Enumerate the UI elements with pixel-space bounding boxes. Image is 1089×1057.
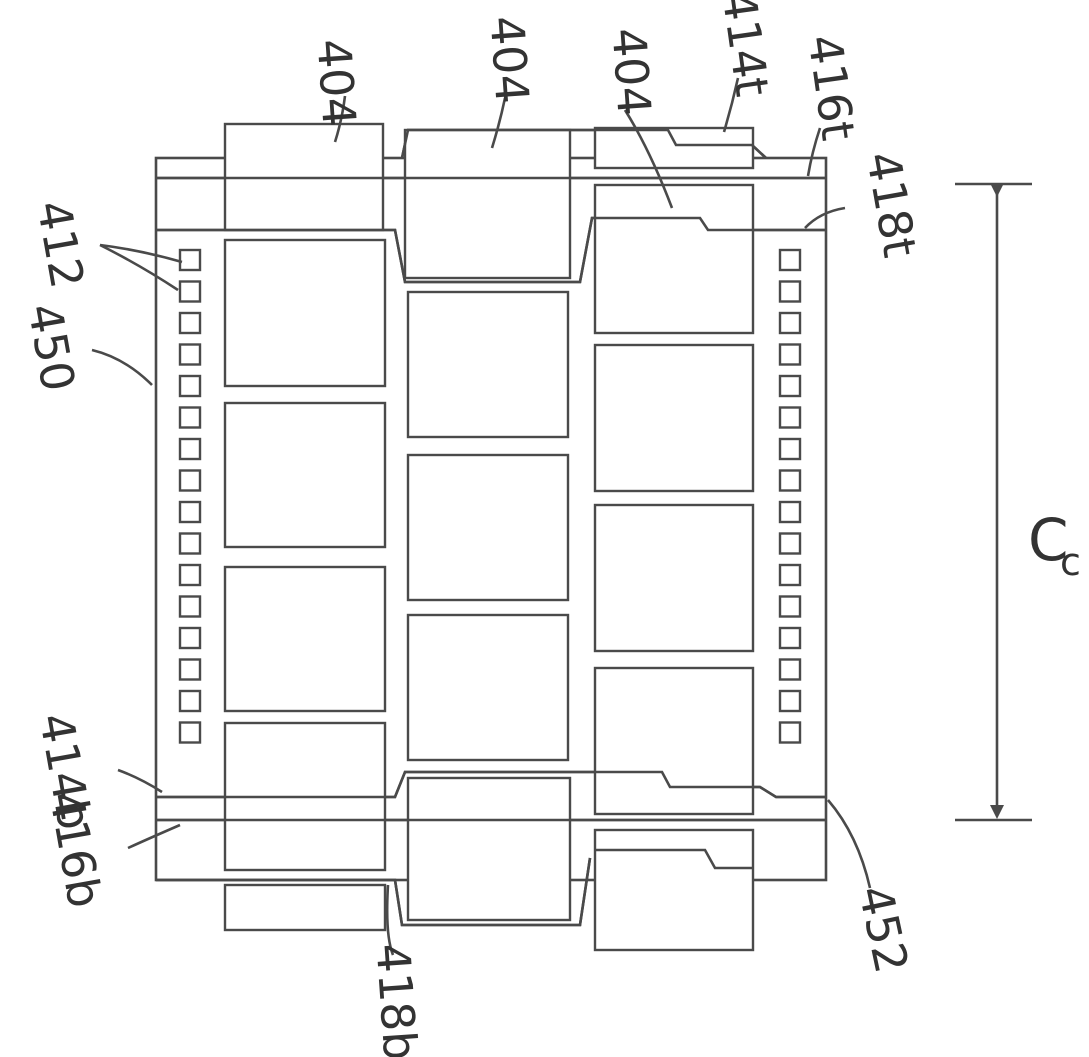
label-452: 452: [848, 881, 919, 978]
contact-pad-left-8: [180, 471, 200, 491]
die-right-top: [595, 128, 753, 168]
pad-column-left: [180, 250, 200, 743]
contact-pad-right-1: [780, 250, 800, 270]
die-mid-top: [405, 130, 570, 278]
contact-pad-right-6: [780, 408, 800, 428]
dimension-cc: [955, 184, 1032, 820]
contact-pad-left-16: [180, 723, 200, 743]
contact-pad-right-12: [780, 597, 800, 617]
contact-pad-left-7: [180, 439, 200, 459]
die-left-3: [225, 567, 385, 711]
label-414t: 414t: [711, 0, 779, 100]
contact-pad-left-15: [180, 691, 200, 711]
contact-pad-right-3: [780, 313, 800, 333]
contact-pad-right-14: [780, 660, 800, 680]
label-404-top-middle: 404: [479, 14, 539, 105]
die-mid-bottom: [408, 778, 570, 920]
label-412: 412: [26, 196, 94, 292]
die-right-2: [595, 345, 753, 491]
contact-pad-left-3: [180, 313, 200, 333]
die-mid-3: [408, 615, 568, 760]
die-right-1: [595, 185, 753, 333]
contact-pad-right-10: [780, 534, 800, 554]
contact-pad-left-11: [180, 565, 200, 585]
contact-pad-left-13: [180, 628, 200, 648]
contact-pad-left-1: [180, 250, 200, 270]
contact-pad-left-10: [180, 534, 200, 554]
contact-pad-right-11: [780, 565, 800, 585]
label-418t: 418t: [856, 148, 928, 262]
contact-pad-left-9: [180, 502, 200, 522]
contact-pad-right-8: [780, 471, 800, 491]
contact-pad-left-12: [180, 597, 200, 617]
die-left-2: [225, 403, 385, 547]
contact-pad-left-6: [180, 408, 200, 428]
contact-pad-left-14: [180, 660, 200, 680]
contact-pad-right-7: [780, 439, 800, 459]
contact-pad-right-9: [780, 502, 800, 522]
leader-450: [92, 350, 152, 385]
contact-pad-right-13: [780, 628, 800, 648]
label-416t: 416t: [797, 31, 865, 143]
contact-pad-left-5: [180, 376, 200, 396]
leader-416b: [128, 825, 180, 848]
label-416b: 416b: [39, 787, 112, 912]
contact-pad-left-4: [180, 345, 200, 365]
die-right-3: [595, 505, 753, 651]
contact-pad-right-4: [780, 345, 800, 365]
die-right-bottom: [595, 830, 753, 950]
leader-452: [828, 800, 870, 888]
contact-pad-right-16: [780, 723, 800, 743]
contact-pad-right-15: [780, 691, 800, 711]
contact-pad-right-5: [780, 376, 800, 396]
contact-pad-left-2: [180, 282, 200, 302]
die-left-bottom: [225, 885, 385, 930]
label-450: 450: [17, 299, 85, 395]
die-mid-2: [408, 455, 568, 600]
pad-column-right: [780, 250, 800, 743]
label-404-top-right: 404: [601, 26, 661, 117]
die-mid-1: [408, 292, 568, 437]
label-418b: 418b: [365, 942, 427, 1057]
contact-pad-right-2: [780, 282, 800, 302]
dies: [225, 124, 753, 950]
label-404-top-left: 404: [306, 37, 366, 128]
die-right-4: [595, 668, 753, 814]
die-left-1: [225, 240, 385, 386]
leader-412-a: [100, 245, 182, 262]
label-dimension-c-subscript: c: [1060, 540, 1081, 584]
